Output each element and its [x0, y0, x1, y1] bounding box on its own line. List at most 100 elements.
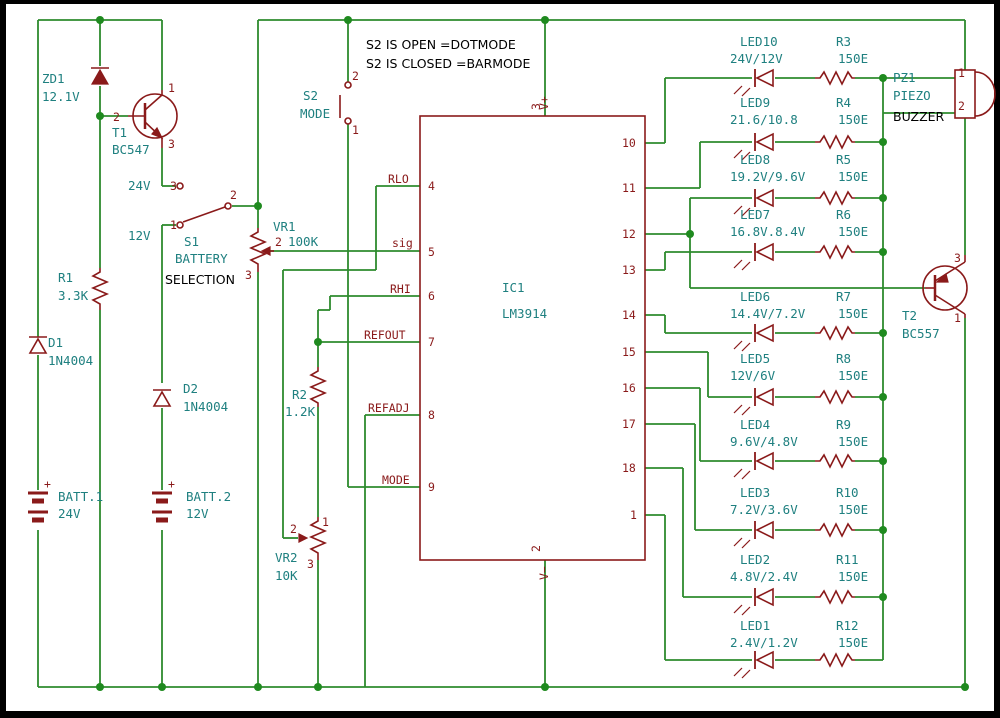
note-open: S2 IS OPEN =DOTMODE — [366, 37, 516, 52]
resistor-R7-ref: R7 — [836, 289, 851, 304]
led-7-value: 16.8V.8.4V — [730, 224, 806, 239]
led-2-ref: LED2 — [740, 552, 770, 567]
ic-pin-18: 18 — [622, 461, 636, 475]
s1-pin2: 2 — [230, 188, 237, 202]
s1-pin1: 1 — [170, 218, 177, 232]
ic1-right-pins: 10 11 12 13 14 15 16 17 18 1 — [622, 136, 637, 522]
sheet-background — [6, 4, 994, 711]
ic-pin-rlo: RLO — [388, 172, 409, 186]
resistor-R8-ref: R8 — [836, 351, 851, 366]
t2-pin3: 3 — [954, 251, 961, 265]
ic1-vminus-pin: 2 — [529, 545, 543, 552]
r2-value: 1.2K — [285, 404, 316, 419]
wires — [37, 19, 966, 688]
resistor-R9-value: 150E — [838, 434, 868, 449]
ic-pin-12: 12 — [622, 227, 636, 241]
s1-line3: SELECTION — [165, 272, 235, 287]
vr1-pin3: 3 — [245, 268, 252, 282]
led-4-ref: LED4 — [740, 417, 770, 432]
pz1-pin1: 1 — [958, 66, 965, 80]
t1-symbol — [128, 90, 178, 148]
junctions — [96, 16, 969, 691]
led-10-ref: LED10 — [740, 34, 778, 49]
resistor-R8-value: 150E — [838, 368, 868, 383]
pz1-symbol — [954, 69, 996, 119]
ic-pin-mode: MODE — [382, 473, 410, 487]
t2-ref: T2 — [902, 308, 917, 323]
vr1-ref: VR1 — [273, 219, 296, 234]
led-6-value: 14.4V/7.2V — [730, 306, 806, 321]
batt1-ref: BATT.1 — [58, 489, 103, 504]
led-5-value: 12V/6V — [730, 368, 776, 383]
led-4-diode — [755, 451, 774, 471]
d2-ref: D2 — [183, 381, 198, 396]
led-6-diode — [755, 323, 774, 343]
led-8-diode — [755, 188, 774, 208]
led-5-ref: LED5 — [740, 351, 770, 366]
vr2-pin2: 2 — [290, 522, 297, 536]
resistor-R10-symbol — [815, 522, 855, 538]
led-1-diode — [755, 650, 774, 670]
batt1-symbol: + — [28, 477, 51, 523]
resistor-R9-ref: R9 — [836, 417, 851, 432]
ic-pin-refout: REFOUT — [364, 328, 406, 342]
batt1-value: 24V — [58, 506, 81, 521]
led-7-ref: LED7 — [740, 207, 770, 222]
resistor-R6-symbol — [815, 244, 855, 260]
ic-pin-10: 10 — [622, 136, 636, 150]
pz1-line3: BUZZER — [893, 109, 945, 124]
ic1-value: LM3914 — [502, 306, 547, 321]
resistor-R4-symbol — [815, 134, 855, 150]
pz1-line2: PIEZO — [893, 88, 931, 103]
d1-symbol — [28, 336, 48, 354]
ic-pin-rhi: RHI — [390, 282, 411, 296]
led-5-diode — [755, 387, 774, 407]
s2-ref: S2 — [303, 88, 318, 103]
pz1-pin2: 2 — [958, 99, 965, 113]
r2-symbol — [308, 367, 328, 407]
ic-pin-refadj: REFADJ — [368, 401, 410, 415]
resistor-R3-symbol — [815, 70, 855, 86]
led-10-value: 24V/12V — [730, 51, 783, 66]
led-array: LED1024V/12VR3150ELED921.6/10.8R4150ELED… — [730, 34, 868, 679]
d2-symbol — [152, 389, 172, 407]
r2-ref: R2 — [292, 387, 307, 402]
t2-pin1: 1 — [954, 311, 961, 325]
resistor-R9-symbol — [815, 453, 855, 469]
s1-pos-12v: 12V — [128, 228, 151, 243]
r1-ref: R1 — [58, 270, 73, 285]
ic-pin-16: 16 — [622, 381, 636, 395]
t1-pin2: 2 — [113, 110, 120, 124]
s1-pos-24v: 24V — [128, 178, 151, 193]
s1-ref: S1 — [184, 234, 199, 249]
batt2-symbol: + — [152, 477, 175, 523]
d1-value: 1N4004 — [48, 353, 93, 368]
pz1-ref: PZ1 — [893, 70, 916, 85]
zd1-ref: ZD1 — [42, 71, 65, 86]
r1-value: 3.3K — [58, 288, 89, 303]
t2-symbol — [922, 255, 968, 318]
resistor-R5-symbol — [815, 190, 855, 206]
note-closed: S2 IS CLOSED =BARMODE — [366, 56, 531, 71]
led-9-ref: LED9 — [740, 95, 770, 110]
led-3-diode — [755, 520, 774, 540]
t1-ref: T1 — [112, 125, 127, 140]
ic-pin-13: 13 — [622, 263, 636, 277]
zd1-symbol — [90, 67, 110, 85]
resistor-R11-value: 150E — [838, 569, 868, 584]
led-9-value: 21.6/10.8 — [730, 112, 798, 127]
s2-value: MODE — [300, 106, 330, 121]
resistor-R8-symbol — [815, 389, 855, 405]
s2-symbol — [339, 81, 352, 125]
t1-pin3: 3 — [168, 137, 175, 151]
resistor-R6-value: 150E — [838, 224, 868, 239]
led-1-ref: LED1 — [740, 618, 770, 633]
led-row-5: LED5 12V/6V R8 150E — [730, 351, 868, 416]
